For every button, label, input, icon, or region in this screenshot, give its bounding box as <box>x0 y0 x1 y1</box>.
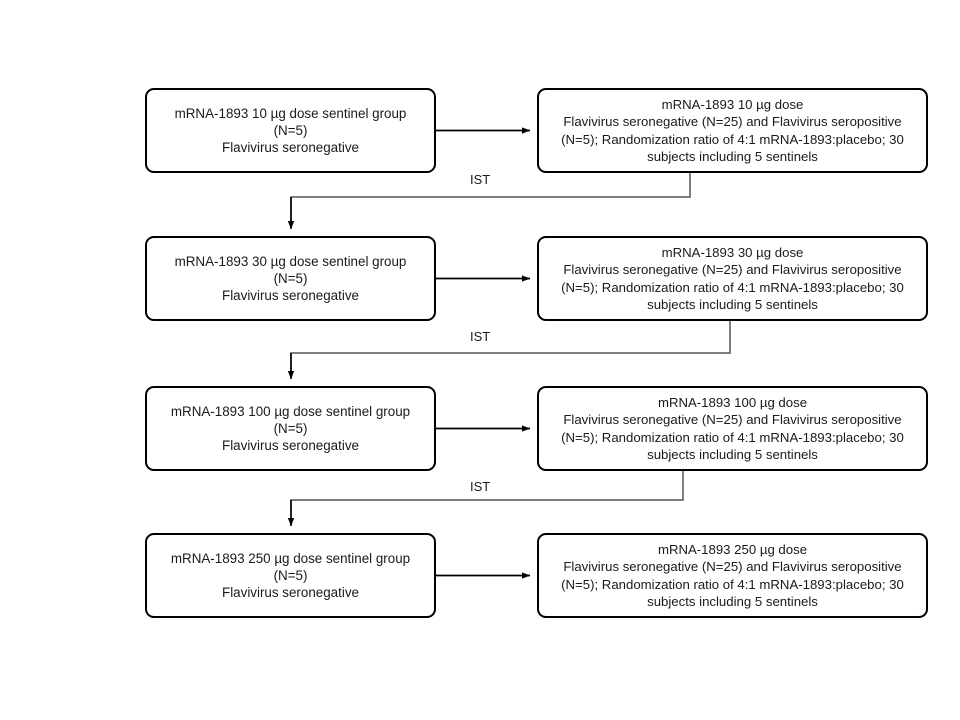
ist-label-1: IST <box>470 172 491 187</box>
cohort-box-dose-10[interactable]: mRNA-1893 10 µg dose Flavivirus seronega… <box>537 88 928 173</box>
sentinel-box-dose-100[interactable]: mRNA-1893 100 µg dose sentinel group (N=… <box>145 386 436 471</box>
sentinel-box-dose-30[interactable]: mRNA-1893 30 µg dose sentinel group (N=5… <box>145 236 436 321</box>
cohort-box-dose-30[interactable]: mRNA-1893 30 µg dose Flavivirus seronega… <box>537 236 928 321</box>
ist-label-3: IST <box>470 479 491 494</box>
connector-ist-2 <box>290 321 731 377</box>
cohort-box-dose-100[interactable]: mRNA-1893 100 µg dose Flavivirus seroneg… <box>537 386 928 471</box>
sentinel-box-dose-250[interactable]: mRNA-1893 250 µg dose sentinel group (N=… <box>145 533 436 618</box>
cohort-box-dose-250[interactable]: mRNA-1893 250 µg dose Flavivirus seroneg… <box>537 533 928 618</box>
connector-ist-1 <box>290 173 691 227</box>
sentinel-box-dose-10[interactable]: mRNA-1893 10 µg dose sentinel group (N=5… <box>145 88 436 173</box>
ist-label-2: IST <box>470 329 491 344</box>
